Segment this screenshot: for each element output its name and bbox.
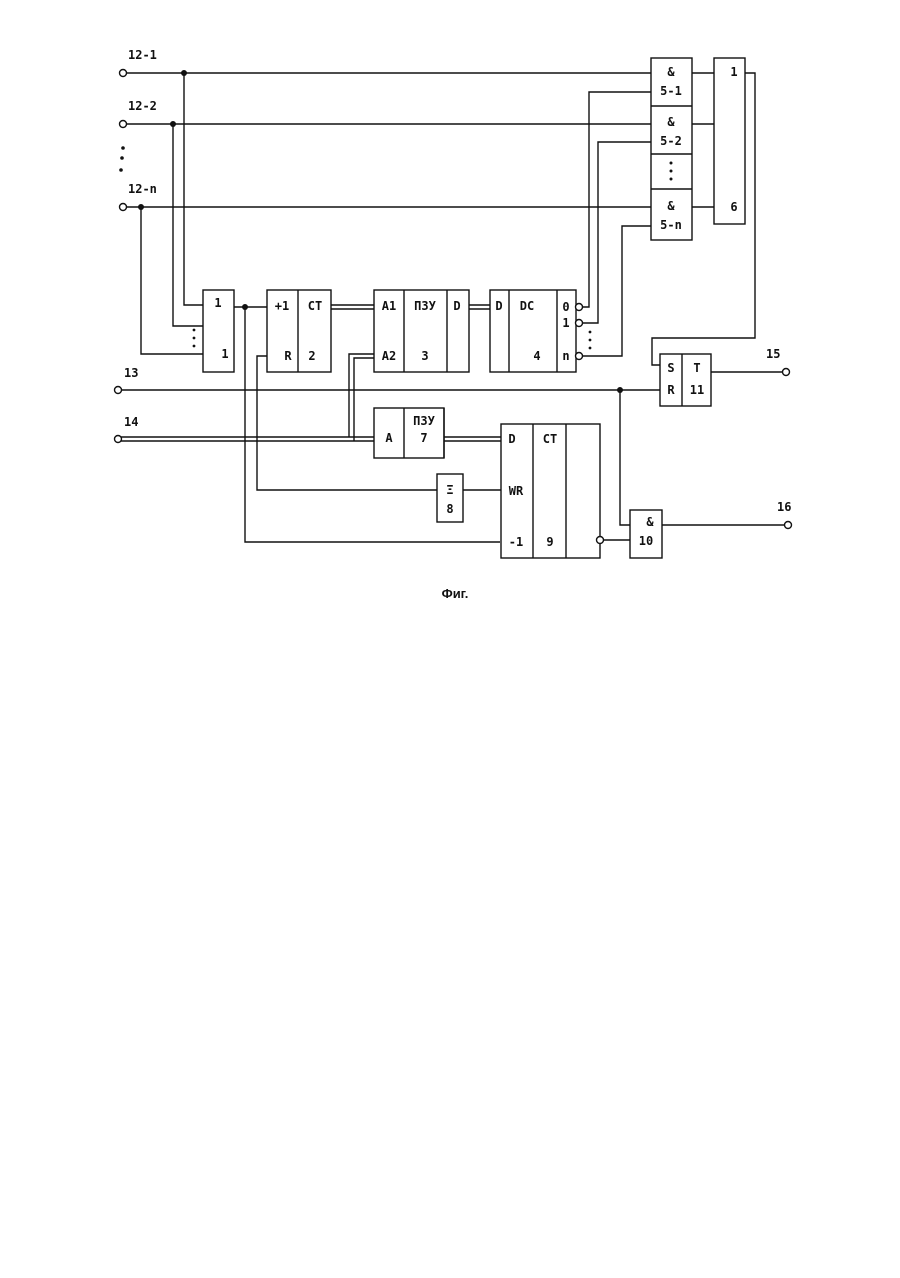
block-11-s: S	[667, 361, 674, 375]
block-11-type: T	[693, 361, 700, 375]
block-5-1-op: &	[667, 65, 675, 79]
label-16: 16	[777, 500, 791, 514]
block-6-num: 6	[730, 200, 737, 214]
label-12-1: 12-1	[128, 48, 157, 62]
terminal-15	[783, 369, 790, 376]
block-9-wr: WR	[509, 484, 524, 498]
block-3-num: 3	[421, 349, 428, 363]
terminal-14	[115, 436, 122, 443]
figure-caption: Фиг.	[442, 586, 469, 601]
block-4-d: D	[495, 299, 502, 313]
block-3-a2: A2	[382, 349, 396, 363]
block-3-a1: A1	[382, 299, 396, 313]
block-7-rom: A ПЗУ 7	[374, 408, 444, 458]
block-8-sym: Ξ	[446, 483, 453, 497]
block-3-type: ПЗУ	[414, 299, 436, 313]
terminal-12-2	[120, 121, 127, 128]
block-11-num: 11	[690, 383, 704, 397]
block-10-op: &	[646, 515, 654, 529]
block-9-dec: -1	[509, 535, 523, 549]
block-5-n-op: &	[667, 199, 675, 213]
block-5-1-num: 5-1	[660, 84, 682, 98]
terminal-12-1	[120, 70, 127, 77]
block-4-out1: 1	[562, 316, 569, 330]
terminal-13	[115, 387, 122, 394]
block-7-num: 7	[420, 431, 427, 445]
block-4-out0: 0	[562, 300, 569, 314]
block-9-type: CT	[543, 432, 557, 446]
block-11-r: R	[667, 383, 675, 397]
block-4-type: DC	[520, 299, 534, 313]
terminal-16	[785, 522, 792, 529]
block-5-and-column: & 5-1 & 5-2 & 5-n	[651, 58, 692, 240]
block-2-num: 2	[308, 349, 315, 363]
block-2-plus1: +1	[275, 299, 289, 313]
block-10-and: & 10	[630, 510, 662, 558]
label-13: 13	[124, 366, 138, 380]
block-8-num: 8	[446, 502, 453, 516]
block-10-num: 10	[639, 534, 653, 548]
block-1-bottom: 1	[221, 347, 228, 361]
block-1-or: 1 1	[203, 290, 234, 372]
label-14: 14	[124, 415, 138, 429]
label-15: 15	[766, 347, 780, 361]
block-5-2-num: 5-2	[660, 134, 682, 148]
block-4-num: 4	[533, 349, 540, 363]
block-5-2-op: &	[667, 115, 675, 129]
block-4-decoder: D DC 4 0 1 n	[490, 290, 583, 372]
block-7-a: A	[385, 431, 393, 445]
block-5-n-num: 5-n	[660, 218, 682, 232]
block-6-or: 1 6	[714, 58, 745, 224]
block-7-type: ПЗУ	[413, 414, 435, 428]
block-2-type: CT	[308, 299, 322, 313]
block-9-d: D	[508, 432, 515, 446]
block-8: Ξ 8	[437, 474, 463, 522]
block-9-num: 9	[546, 535, 553, 549]
block-3-d: D	[453, 299, 460, 313]
terminal-12-n	[120, 204, 127, 211]
block-4-outn: n	[562, 349, 569, 363]
block-3-rom: A1 ПЗУ D A2 3	[374, 290, 469, 372]
block-2-counter: +1 CT R 2	[267, 290, 331, 372]
block-9-counter: D CT WR -1 9	[501, 424, 604, 558]
label-12-2: 12-2	[128, 99, 157, 113]
block-11-trigger: S R T 11	[660, 354, 711, 406]
block-1-top: 1	[214, 296, 221, 310]
block-2-r: R	[284, 349, 292, 363]
label-12-n: 12-n	[128, 182, 157, 196]
block-6-top: 1	[730, 65, 737, 79]
